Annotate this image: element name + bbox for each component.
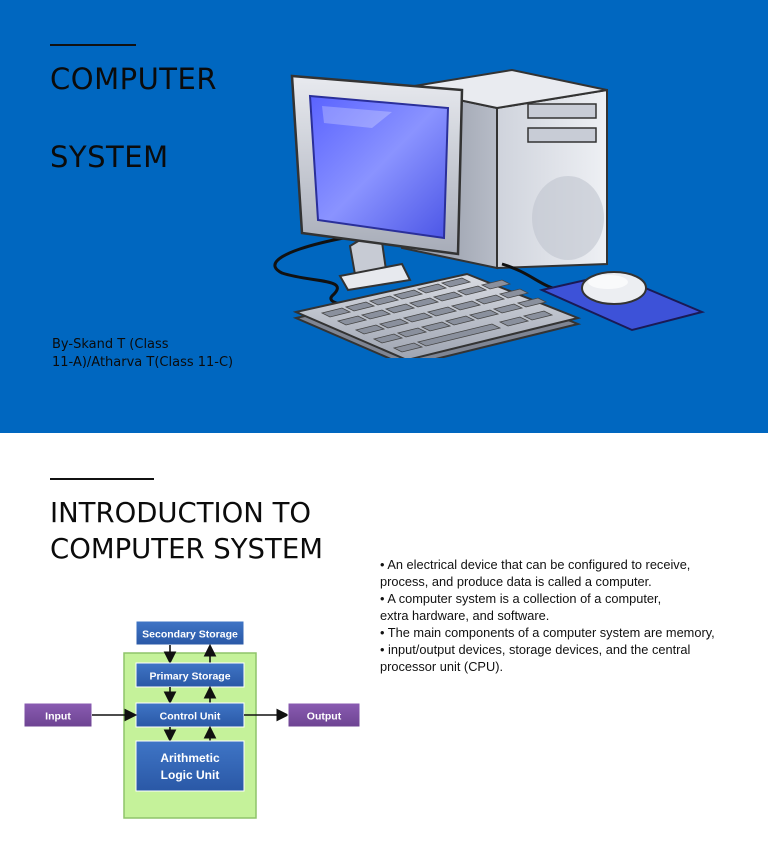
secondary-storage-label: Secondary Storage bbox=[142, 629, 238, 641]
title-accent-rule bbox=[50, 44, 136, 46]
bullet-line: • The main components of a computer syst… bbox=[380, 625, 715, 640]
slide-title: INTRODUCTION TO COMPUTER SYSTEM bbox=[50, 495, 370, 567]
bullet-line: • An electrical device that can be confi… bbox=[380, 557, 691, 572]
desktop-computer-icon bbox=[273, 68, 706, 358]
title-slide: COMPUTER SYSTEM By-Skand T (Class 11-A)/… bbox=[0, 0, 768, 433]
byline-line2: 11-A)/Atharva T(Class 11-C) bbox=[52, 355, 234, 370]
keyboard bbox=[292, 272, 582, 358]
title-accent-rule bbox=[50, 478, 154, 480]
bullet-line: • A computer system is a collection of a… bbox=[380, 591, 662, 606]
input-box bbox=[23, 702, 93, 728]
monitor bbox=[290, 74, 464, 256]
input-label: Input bbox=[45, 711, 71, 723]
output-box bbox=[287, 702, 361, 728]
bullet-line: processor unit (CPU). bbox=[380, 659, 504, 674]
introduction-slide: INTRODUCTION TO COMPUTER SYSTEM • An ele… bbox=[0, 433, 768, 866]
computer-block-diagram: Secondary Storage Primary Storage Contro… bbox=[23, 620, 361, 819]
bullet-line: process, and produce data is called a co… bbox=[380, 574, 652, 589]
control-unit-label: Control Unit bbox=[160, 711, 221, 723]
primary-storage-box bbox=[135, 662, 245, 688]
author-byline: By-Skand T (Class 11-A)/Atharva T(Class … bbox=[52, 336, 272, 372]
primary-storage-label: Primary Storage bbox=[149, 671, 230, 683]
alu-box bbox=[135, 740, 245, 792]
slide-title-line1: COMPUTER bbox=[50, 62, 217, 96]
byline-line1: By-Skand T (Class bbox=[52, 337, 169, 352]
bullet-line: • input/output devices, storage devices,… bbox=[380, 642, 691, 657]
alu-label-line1: Arithmetic bbox=[160, 751, 220, 765]
slide-title-line2: COMPUTER SYSTEM bbox=[50, 533, 323, 565]
bullet-line: extra hardware, and software. bbox=[380, 608, 550, 623]
output-label: Output bbox=[307, 711, 342, 723]
slide-title-line1: INTRODUCTION TO bbox=[50, 497, 312, 529]
bullet-list: • An electrical device that can be confi… bbox=[380, 556, 768, 675]
alu-label-line2: Logic Unit bbox=[161, 768, 220, 782]
control-unit-box bbox=[135, 702, 245, 728]
slide-title-line2: SYSTEM bbox=[50, 140, 169, 174]
mouse-pad bbox=[538, 271, 706, 332]
secondary-storage-box bbox=[135, 620, 245, 646]
